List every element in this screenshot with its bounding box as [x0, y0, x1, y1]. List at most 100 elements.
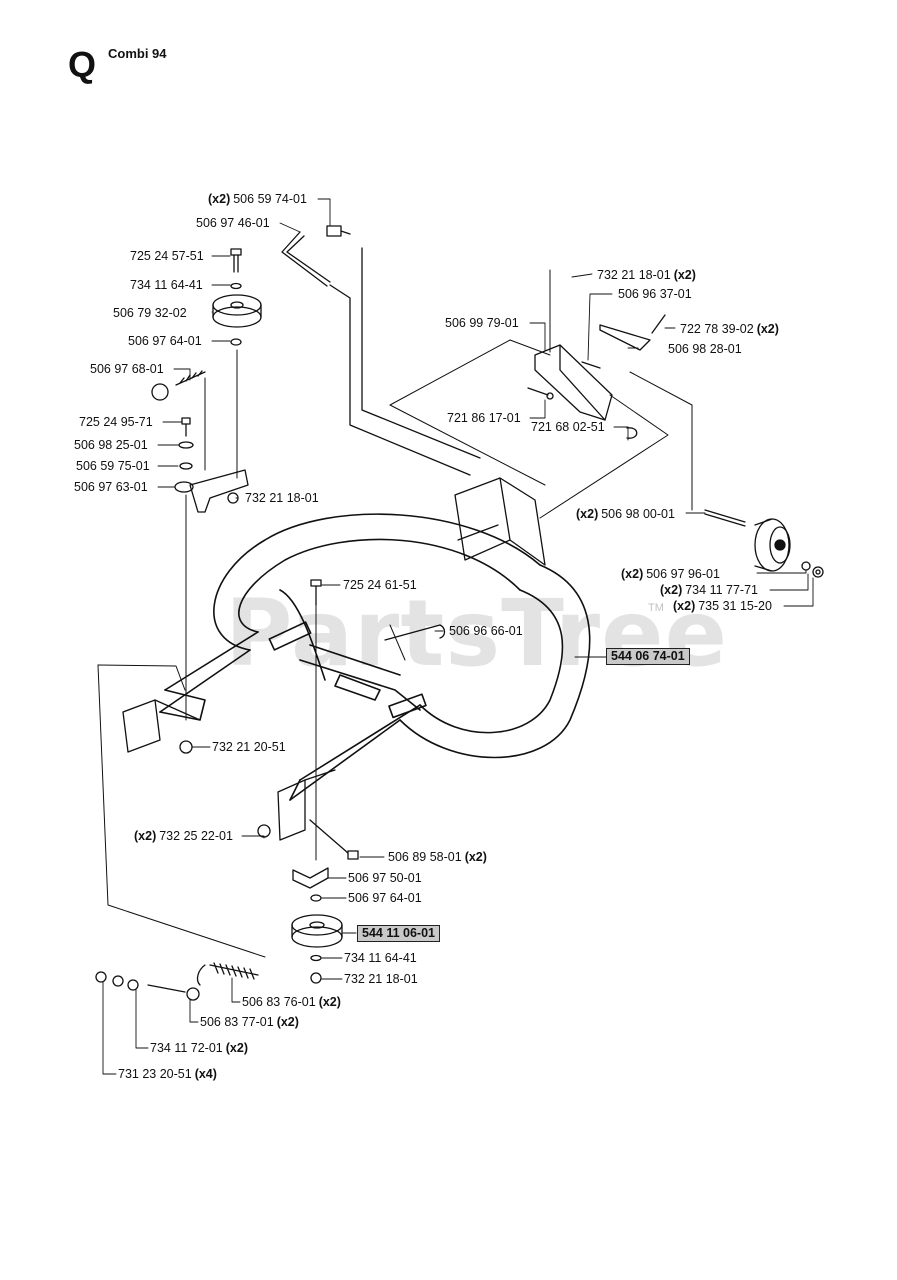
side-bolt: [309, 819, 359, 860]
top-spacer: [230, 338, 242, 346]
part-callout[interactable]: 734 11 72-01(x2): [150, 1041, 251, 1056]
callout-part-number: 725 24 57-51: [130, 249, 204, 263]
part-callout[interactable]: 721 86 17-01: [447, 411, 521, 426]
leader-lines: [102, 198, 814, 1075]
part-callout[interactable]: (x2)734 11 77-71: [657, 583, 758, 598]
callout-part-number: 506 97 50-01: [348, 871, 422, 885]
wheel-washer: [801, 561, 811, 571]
part-callout[interactable]: 506 97 46-01: [196, 216, 270, 231]
wheel-axle: [704, 509, 746, 527]
callout-part-number: 725 24 61-51: [343, 578, 417, 592]
support-wheel: [754, 518, 791, 572]
rod-end-bolt: [326, 225, 351, 237]
idler-bracket: [534, 269, 613, 421]
callout-part-number: 734 11 64-41: [344, 951, 417, 965]
part-callout[interactable]: (x2)735 31 15-20: [670, 599, 772, 614]
trademark-mark: TM: [648, 602, 664, 614]
callout-qty: (x2): [660, 583, 683, 597]
part-callout[interactable]: (x2)506 98 00-01: [573, 507, 675, 522]
part-callout[interactable]: 506 97 50-01: [348, 871, 422, 886]
callout-part-number: 506 59 74-01: [233, 192, 307, 206]
part-callout[interactable]: 506 83 76-01(x2): [242, 995, 344, 1010]
part-callout[interactable]: 506 98 25-01: [74, 438, 148, 453]
callout-part-number: 506 97 63-01: [74, 480, 148, 494]
callout-part-number: 544 11 06-01: [362, 926, 435, 940]
bottom-nut-washers: [95, 971, 139, 991]
eye-bolt: [147, 984, 200, 1001]
part-callout[interactable]: (x2)506 59 74-01: [205, 192, 307, 207]
part-callout[interactable]: 506 98 28-01: [668, 342, 742, 357]
callout-qty: (x2): [621, 567, 644, 581]
part-callout[interactable]: 506 97 64-01: [128, 334, 202, 349]
part-callout[interactable]: 506 96 66-01: [449, 624, 523, 639]
part-callout[interactable]: 506 99 79-01: [445, 316, 519, 331]
callout-part-number: 506 83 76-01: [242, 995, 316, 1009]
top-washer: [230, 282, 242, 290]
handle-mount-plate: [454, 477, 546, 566]
callout-part-number: 506 97 64-01: [348, 891, 422, 905]
part-callout[interactable]: 506 97 64-01: [348, 891, 422, 906]
nut-side: [257, 824, 271, 838]
part-callout[interactable]: 731 23 20-51(x4): [118, 1067, 220, 1082]
callout-part-number: 731 23 20-51: [118, 1067, 192, 1081]
part-callout[interactable]: 725 24 95-71: [79, 415, 153, 430]
control-rod: [281, 231, 481, 476]
part-callout[interactable]: 506 97 68-01: [90, 362, 164, 377]
part-callout-highlighted[interactable]: 544 11 06-01: [357, 925, 440, 942]
spring-small-top: [581, 361, 601, 369]
top-bolt: [230, 248, 242, 273]
callout-part-number: 732 21 18-01: [597, 268, 671, 282]
tension-spring-top: [151, 370, 206, 401]
nut-left: [227, 492, 239, 504]
lower-bracket: [292, 867, 329, 889]
part-callout-highlighted[interactable]: 544 06 74-01: [606, 648, 690, 665]
part-callout[interactable]: 732 21 20-51: [212, 740, 286, 755]
lower-spacer: [310, 894, 322, 902]
part-callout[interactable]: 721 68 02-51: [531, 420, 605, 435]
part-callout[interactable]: 506 89 58-01(x2): [388, 850, 490, 865]
callout-part-number: 732 21 20-51: [212, 740, 286, 754]
handle-frame: [159, 513, 591, 801]
lower-washer: [310, 954, 322, 962]
part-callout[interactable]: (x2)506 97 96-01: [618, 567, 720, 582]
callout-part-number: 722 78 39-02: [680, 322, 754, 336]
mount-bracket-right: [277, 769, 336, 841]
part-callout[interactable]: 725 24 57-51: [130, 249, 204, 264]
hairpin-clip: [626, 427, 638, 439]
callout-qty: (x2): [134, 829, 157, 843]
tension-spring-bottom: [196, 962, 259, 986]
part-callout[interactable]: 506 97 63-01: [74, 480, 148, 495]
section-letter: Q: [68, 44, 97, 85]
callout-qty: (x4): [194, 1067, 217, 1081]
part-callout[interactable]: 725 24 61-51: [343, 578, 417, 593]
callout-part-number: 734 11 64-41: [130, 278, 203, 292]
part-callout[interactable]: 734 11 64-41: [344, 951, 417, 966]
part-callout[interactable]: 732 21 18-01(x2): [597, 268, 699, 283]
callout-part-number: 506 59 75-01: [76, 459, 150, 473]
top-pulley: [212, 294, 262, 328]
part-callout[interactable]: 506 59 75-01: [76, 459, 150, 474]
nut-frame: [179, 740, 193, 754]
part-callout[interactable]: 732 21 18-01: [344, 972, 418, 987]
part-callout[interactable]: 732 21 18-01: [245, 491, 319, 506]
callout-part-number: 506 97 46-01: [196, 216, 270, 230]
callout-qty: (x2): [673, 268, 696, 282]
callout-qty: (x2): [756, 322, 779, 336]
part-callout[interactable]: 506 83 77-01(x2): [200, 1015, 302, 1030]
link-plate: [189, 377, 249, 513]
part-callout[interactable]: 734 11 64-41: [130, 278, 203, 293]
part-callout[interactable]: 506 79 32-02: [113, 306, 187, 321]
lower-nut: [310, 972, 322, 984]
part-callout[interactable]: 506 96 37-01: [618, 287, 692, 302]
part-callout[interactable]: 722 78 39-02(x2): [680, 322, 782, 337]
part-callout[interactable]: (x2)732 25 22-01: [131, 829, 233, 844]
callout-part-number: 732 21 18-01: [245, 491, 319, 505]
watermark: PartsTree: [225, 580, 728, 687]
callout-qty: (x2): [576, 507, 599, 521]
callout-part-number: 506 98 25-01: [74, 438, 148, 452]
callout-part-number: 506 83 77-01: [200, 1015, 274, 1029]
callout-part-number: 732 21 18-01: [344, 972, 418, 986]
callout-qty: (x2): [276, 1015, 299, 1029]
